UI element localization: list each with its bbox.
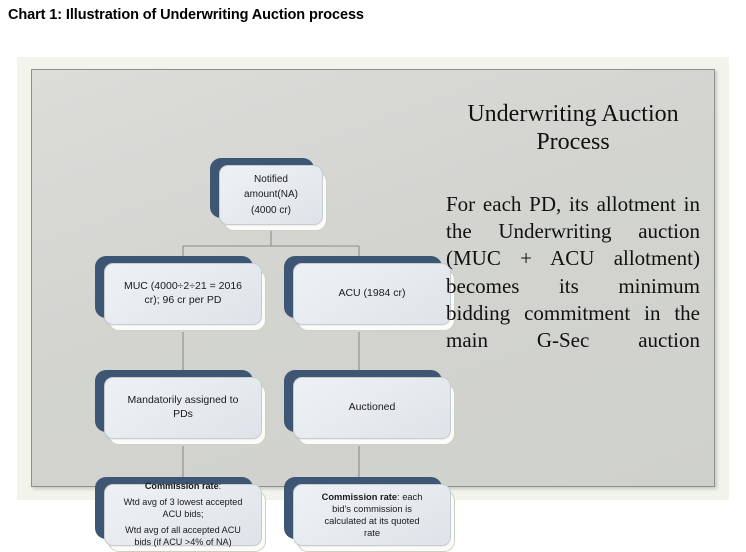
node-text-line: bid's commission is — [332, 503, 412, 514]
node-content: MUC (4000÷2÷21 = 2016 cr); 96 cr per PD — [104, 263, 262, 325]
figure-frame: Notified amount(NA) (4000 cr) MUC (4000÷… — [17, 57, 729, 552]
node-content: Commission rate: each bid's commission i… — [293, 484, 451, 546]
node-auctioned[interactable]: Auctioned — [284, 370, 455, 445]
commission-rate-heading: Commission rate: — [144, 481, 222, 492]
node-mandatorily-assigned[interactable]: Mandatorily assigned to PDs — [95, 370, 266, 445]
node-acu[interactable]: ACU (1984 cr) — [284, 256, 455, 331]
node-text-line: cr); 96 cr per PD — [144, 294, 222, 306]
node-text-line: (4000 cr) — [250, 204, 291, 216]
node-text-line: amount(NA) — [244, 189, 298, 201]
node-commission-rate-acu[interactable]: Commission rate: each bid's commission i… — [284, 477, 455, 552]
node-text-line: Wtd avg of all accepted ACU — [125, 524, 241, 535]
node-commission-rate-muc[interactable]: Commission rate: Wtd avg of 3 lowest acc… — [95, 477, 266, 552]
node-text-line: Notified — [254, 173, 288, 185]
node-muc[interactable]: MUC (4000÷2÷21 = 2016 cr); 96 cr per PD — [95, 256, 266, 331]
flowchart: Notified amount(NA) (4000 cr) MUC (4000÷… — [32, 70, 455, 552]
node-text-line: ACU bids; — [162, 509, 204, 520]
page-title: Chart 1: Illustration of Underwriting Au… — [8, 7, 364, 23]
node-text-line: Wtd avg of 3 lowest accepted — [123, 497, 243, 508]
node-text-line: bids (if ACU >4% of NA) — [134, 536, 232, 547]
commission-rate-heading: Commission rate: each — [321, 491, 423, 502]
node-text-line: rate — [363, 528, 381, 539]
node-text-line: Auctioned — [348, 401, 396, 414]
node-content: Mandatorily assigned to PDs — [104, 377, 262, 439]
node-content: Notified amount(NA) (4000 cr) — [219, 165, 323, 225]
figure-panel: Notified amount(NA) (4000 cr) MUC (4000÷… — [31, 69, 715, 552]
node-content: ACU (1984 cr) — [293, 263, 451, 325]
process-paragraph: For each PD, its allotment in the Underw… — [446, 191, 700, 353]
process-heading: Underwriting Auction Process — [467, 101, 679, 156]
node-text-line: PDs — [173, 408, 193, 420]
description-column: Underwriting Auction Process For each PD… — [442, 100, 704, 354]
node-text-line: Mandatorily assigned to — [127, 394, 239, 407]
node-notified-amount[interactable]: Notified amount(NA) (4000 cr) — [210, 158, 327, 231]
node-content: Commission rate: Wtd avg of 3 lowest acc… — [104, 481, 262, 547]
node-content: Auctioned — [293, 377, 451, 439]
node-text-line: MUC (4000÷2÷21 = 2016 — [123, 280, 243, 293]
node-text-line: ACU (1984 cr) — [338, 287, 406, 300]
